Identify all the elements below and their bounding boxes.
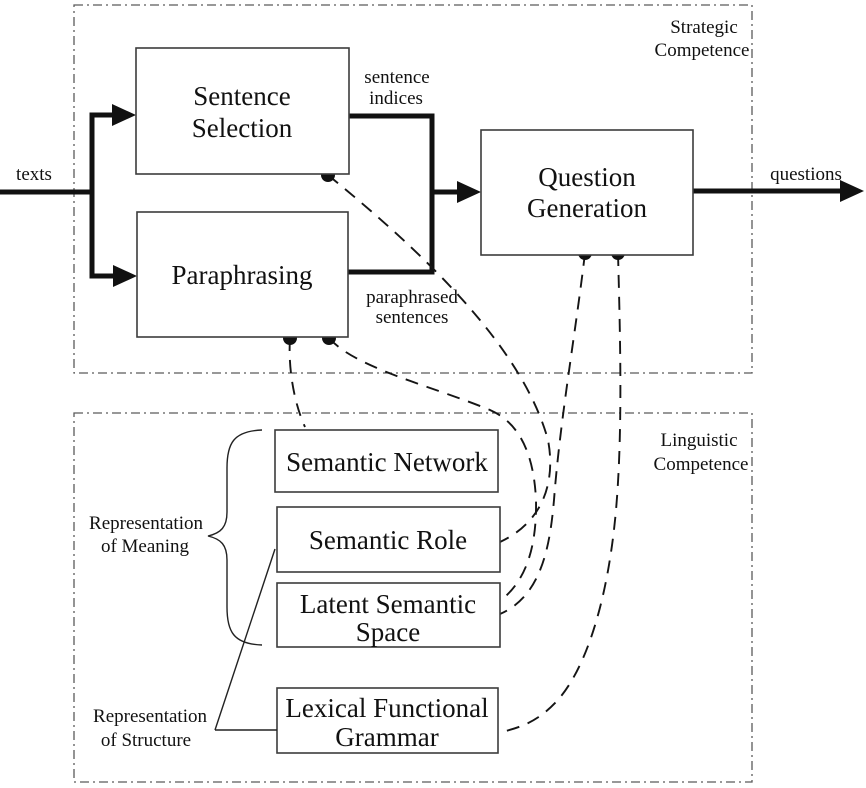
strategic-competence-label-line2: Competence xyxy=(655,40,750,61)
arrowhead-questions-output xyxy=(840,180,864,202)
semantic-role-box-group: Semantic Role xyxy=(276,506,501,573)
sentence-selection-label-line2: Selection xyxy=(192,113,293,143)
semantic-network-box xyxy=(274,429,499,493)
lexical-functional-grammar-box xyxy=(276,687,499,754)
sentence-indices-label-line2: indices xyxy=(369,88,423,109)
paraphrasing-box-group: Paraphrasing xyxy=(136,211,349,338)
paraphrasing-label: Paraphrasing xyxy=(172,260,313,290)
dashed-link-sentence-selection-to-semantic-role xyxy=(327,174,552,543)
paraphrasing-box xyxy=(136,211,349,338)
arrowhead-into-paraphrasing xyxy=(113,265,137,287)
lexical-functional-grammar-box-group: Lexical Functional Grammar xyxy=(276,687,499,754)
paraphrased-sentences-label-line1: paraphrased xyxy=(366,287,458,308)
question-generation-box-group: Question Generation xyxy=(480,129,694,256)
dashed-link-question-generation-to-lexical-functional-grammar xyxy=(496,252,622,734)
representation-of-meaning-label-line1: Representation xyxy=(89,513,203,534)
sentence-selection-box-group: Sentence Selection xyxy=(135,47,350,175)
lexical-functional-grammar-label-line1: Lexical Functional xyxy=(285,693,488,723)
representation-of-meaning-label-line2: of Meaning xyxy=(101,536,190,557)
semantic-role-label: Semantic Role xyxy=(309,525,467,555)
question-generation-label-line2: Generation xyxy=(527,193,647,223)
semantic-role-box xyxy=(276,506,501,573)
sentence-selection-label-line1: Sentence xyxy=(193,81,290,111)
strategic-competence-label-line1: Strategic xyxy=(670,17,738,38)
question-generation-label-line1: Question xyxy=(538,162,636,192)
linguistic-competence-label-line1: Linguistic xyxy=(660,430,737,451)
semantic-network-label: Semantic Network xyxy=(286,447,488,477)
latent-semantic-space-label-line1: Latent Semantic xyxy=(300,589,476,619)
latent-semantic-space-box-group: Latent Semantic Space xyxy=(276,582,501,648)
linguistic-competence-label-line2: Competence xyxy=(654,454,749,475)
questions-label: questions xyxy=(770,164,842,185)
dashed-link-question-generation-to-latent-semantic-space xyxy=(499,252,586,615)
arrowhead-into-question-generation xyxy=(457,181,481,203)
latent-semantic-space-label-line2: Space xyxy=(356,617,420,647)
latent-semantic-space-box xyxy=(276,582,501,648)
texts-label: texts xyxy=(16,164,52,185)
representation-of-structure-label-line1: Representation xyxy=(93,706,207,727)
semantic-network-box-group: Semantic Network xyxy=(274,429,499,493)
question-generation-box xyxy=(480,129,694,256)
sentence-indices-label-line1: sentence xyxy=(364,67,429,88)
paraphrased-sentences-label-line2: sentences xyxy=(376,307,449,328)
linguistic-competence-region xyxy=(73,412,753,783)
meaning-group-brace xyxy=(207,429,263,646)
representation-of-structure-label-line2: of Structure xyxy=(101,730,191,751)
dashed-link-paraphrasing-to-semantic-network xyxy=(288,337,306,428)
sentence-selection-box xyxy=(135,47,350,175)
lexical-functional-grammar-label-line2: Grammar xyxy=(335,722,438,752)
structure-connector-diagonal xyxy=(214,548,276,731)
arrowhead-into-sentence-selection xyxy=(112,104,136,126)
